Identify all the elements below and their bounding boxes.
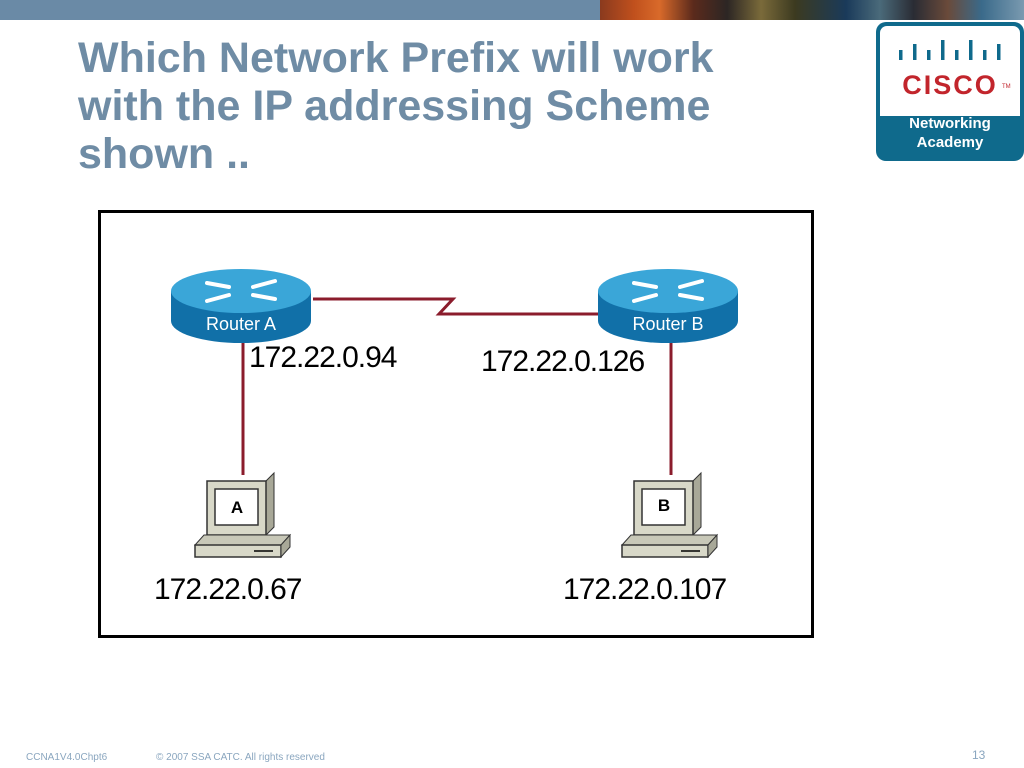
pc-b-ip: 172.22.0.107 [563,573,727,606]
slide-title: Which Network Prefix will work with the … [78,34,714,178]
pc-a-label: A [230,498,244,517]
logo-subtitle-line2: Academy [916,134,984,151]
topology-drawing [171,269,738,559]
footer-course-code: CCNA1V4.0Chpt6 [26,752,108,763]
router-b-icon [598,269,738,343]
pc-a-icon [193,471,292,559]
trademark-mark: TM [1002,84,1011,90]
router-b-ip: 172.22.0.126 [481,345,645,378]
pc-b-label: B [657,496,671,515]
pc-a-ip: 172.22.0.67 [154,573,302,606]
router-b-label: Router B [632,314,704,334]
banner-photo-strip [600,0,1024,20]
router-a-ip: 172.22.0.94 [249,341,397,374]
cisco-wordmark: CISCO [902,70,998,100]
pc-b-icon [620,471,719,559]
cisco-networking-academy-logo: CISCO TM Networking Academy [876,22,1024,161]
logo-white-panel: CISCO TM [880,26,1020,116]
router-a-label: Router A [205,314,277,334]
logo-subtitle-line1: Networking [909,115,991,132]
page-number: 13 [972,748,986,762]
serial-link [313,297,601,316]
logo-subtitle: Networking Academy [876,114,1024,152]
router-a-icon [171,269,311,343]
network-topology-diagram: Router A Router B 172.22.0.94 172.22.0.1… [98,210,814,638]
footer-copyright: © 2007 SSA CATC. All rights reserved [156,752,325,763]
cisco-bridge-icon [899,40,1001,60]
